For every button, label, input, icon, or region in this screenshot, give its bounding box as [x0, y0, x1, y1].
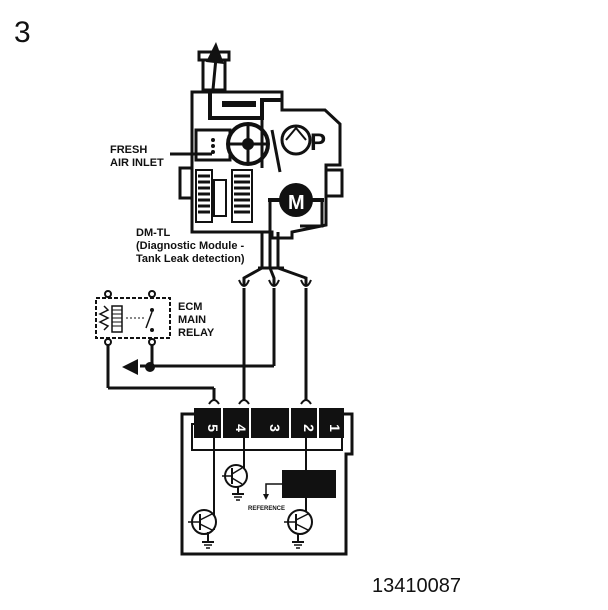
pin-connector: 5 4 3 2 1 — [194, 408, 344, 438]
valve-body — [213, 179, 227, 217]
ground-icon — [202, 541, 214, 549]
connector-hook — [238, 279, 250, 287]
changeover-valve — [226, 122, 270, 166]
relay-bus — [106, 345, 274, 400]
fresh-air-label-2: AIR INLET — [110, 157, 164, 169]
dmtl-module: P M — [178, 42, 344, 240]
pin-label-4: 4 — [233, 424, 249, 432]
fresh-air-label-1: FRESH — [110, 144, 147, 156]
ground-icon — [292, 541, 304, 549]
ecm-label-3: RELAY — [178, 327, 215, 339]
supply-arrow-icon — [122, 359, 138, 375]
housing-right-tab — [324, 168, 344, 198]
housing-left-tab — [178, 166, 194, 200]
ecm-label-2: MAIN — [178, 314, 206, 326]
relay-coil-icon — [111, 305, 123, 333]
pin-label-5: 5 — [205, 424, 221, 432]
transistor-icon — [188, 509, 217, 542]
pin-label-1: 1 — [327, 424, 343, 432]
connector-hook — [300, 279, 312, 287]
ground-icon — [232, 493, 244, 501]
dmtl-label-1: DM-TL — [136, 227, 170, 239]
dmtl-label-3: Tank Leak detection) — [136, 253, 245, 265]
reference-label: REFERENCE — [248, 506, 285, 512]
reference-block — [282, 470, 336, 498]
connector-hook — [268, 279, 280, 287]
figure-number: 3 — [14, 16, 31, 49]
reference-code: 13410087 — [372, 575, 461, 597]
pin-label-2: 2 — [301, 424, 317, 432]
dmtl-label-2: (Diagnostic Module - — [136, 240, 245, 252]
wiring-harness — [238, 232, 312, 400]
outlet-arrow-icon — [206, 42, 224, 64]
junction-dot — [145, 362, 155, 372]
ecm-control-unit: 5 4 3 2 1 REFER — [180, 399, 354, 556]
pump-symbol-icon — [280, 124, 312, 156]
transistor-icon — [222, 464, 248, 494]
ecm-label-1: ECM — [178, 301, 202, 313]
left-spring — [195, 169, 213, 223]
relay-resistor-icon — [98, 305, 110, 331]
motor-label: M — [288, 192, 305, 214]
relay-switch-icon — [145, 311, 153, 329]
outlet-pipe — [197, 42, 231, 101]
reference-arrow-icon — [263, 494, 269, 500]
ecm-main-relay — [95, 290, 171, 346]
right-spring — [231, 169, 253, 223]
pump-label: P — [310, 129, 326, 156]
pin-label-3: 3 — [267, 424, 283, 432]
transistor-icon — [284, 509, 313, 542]
